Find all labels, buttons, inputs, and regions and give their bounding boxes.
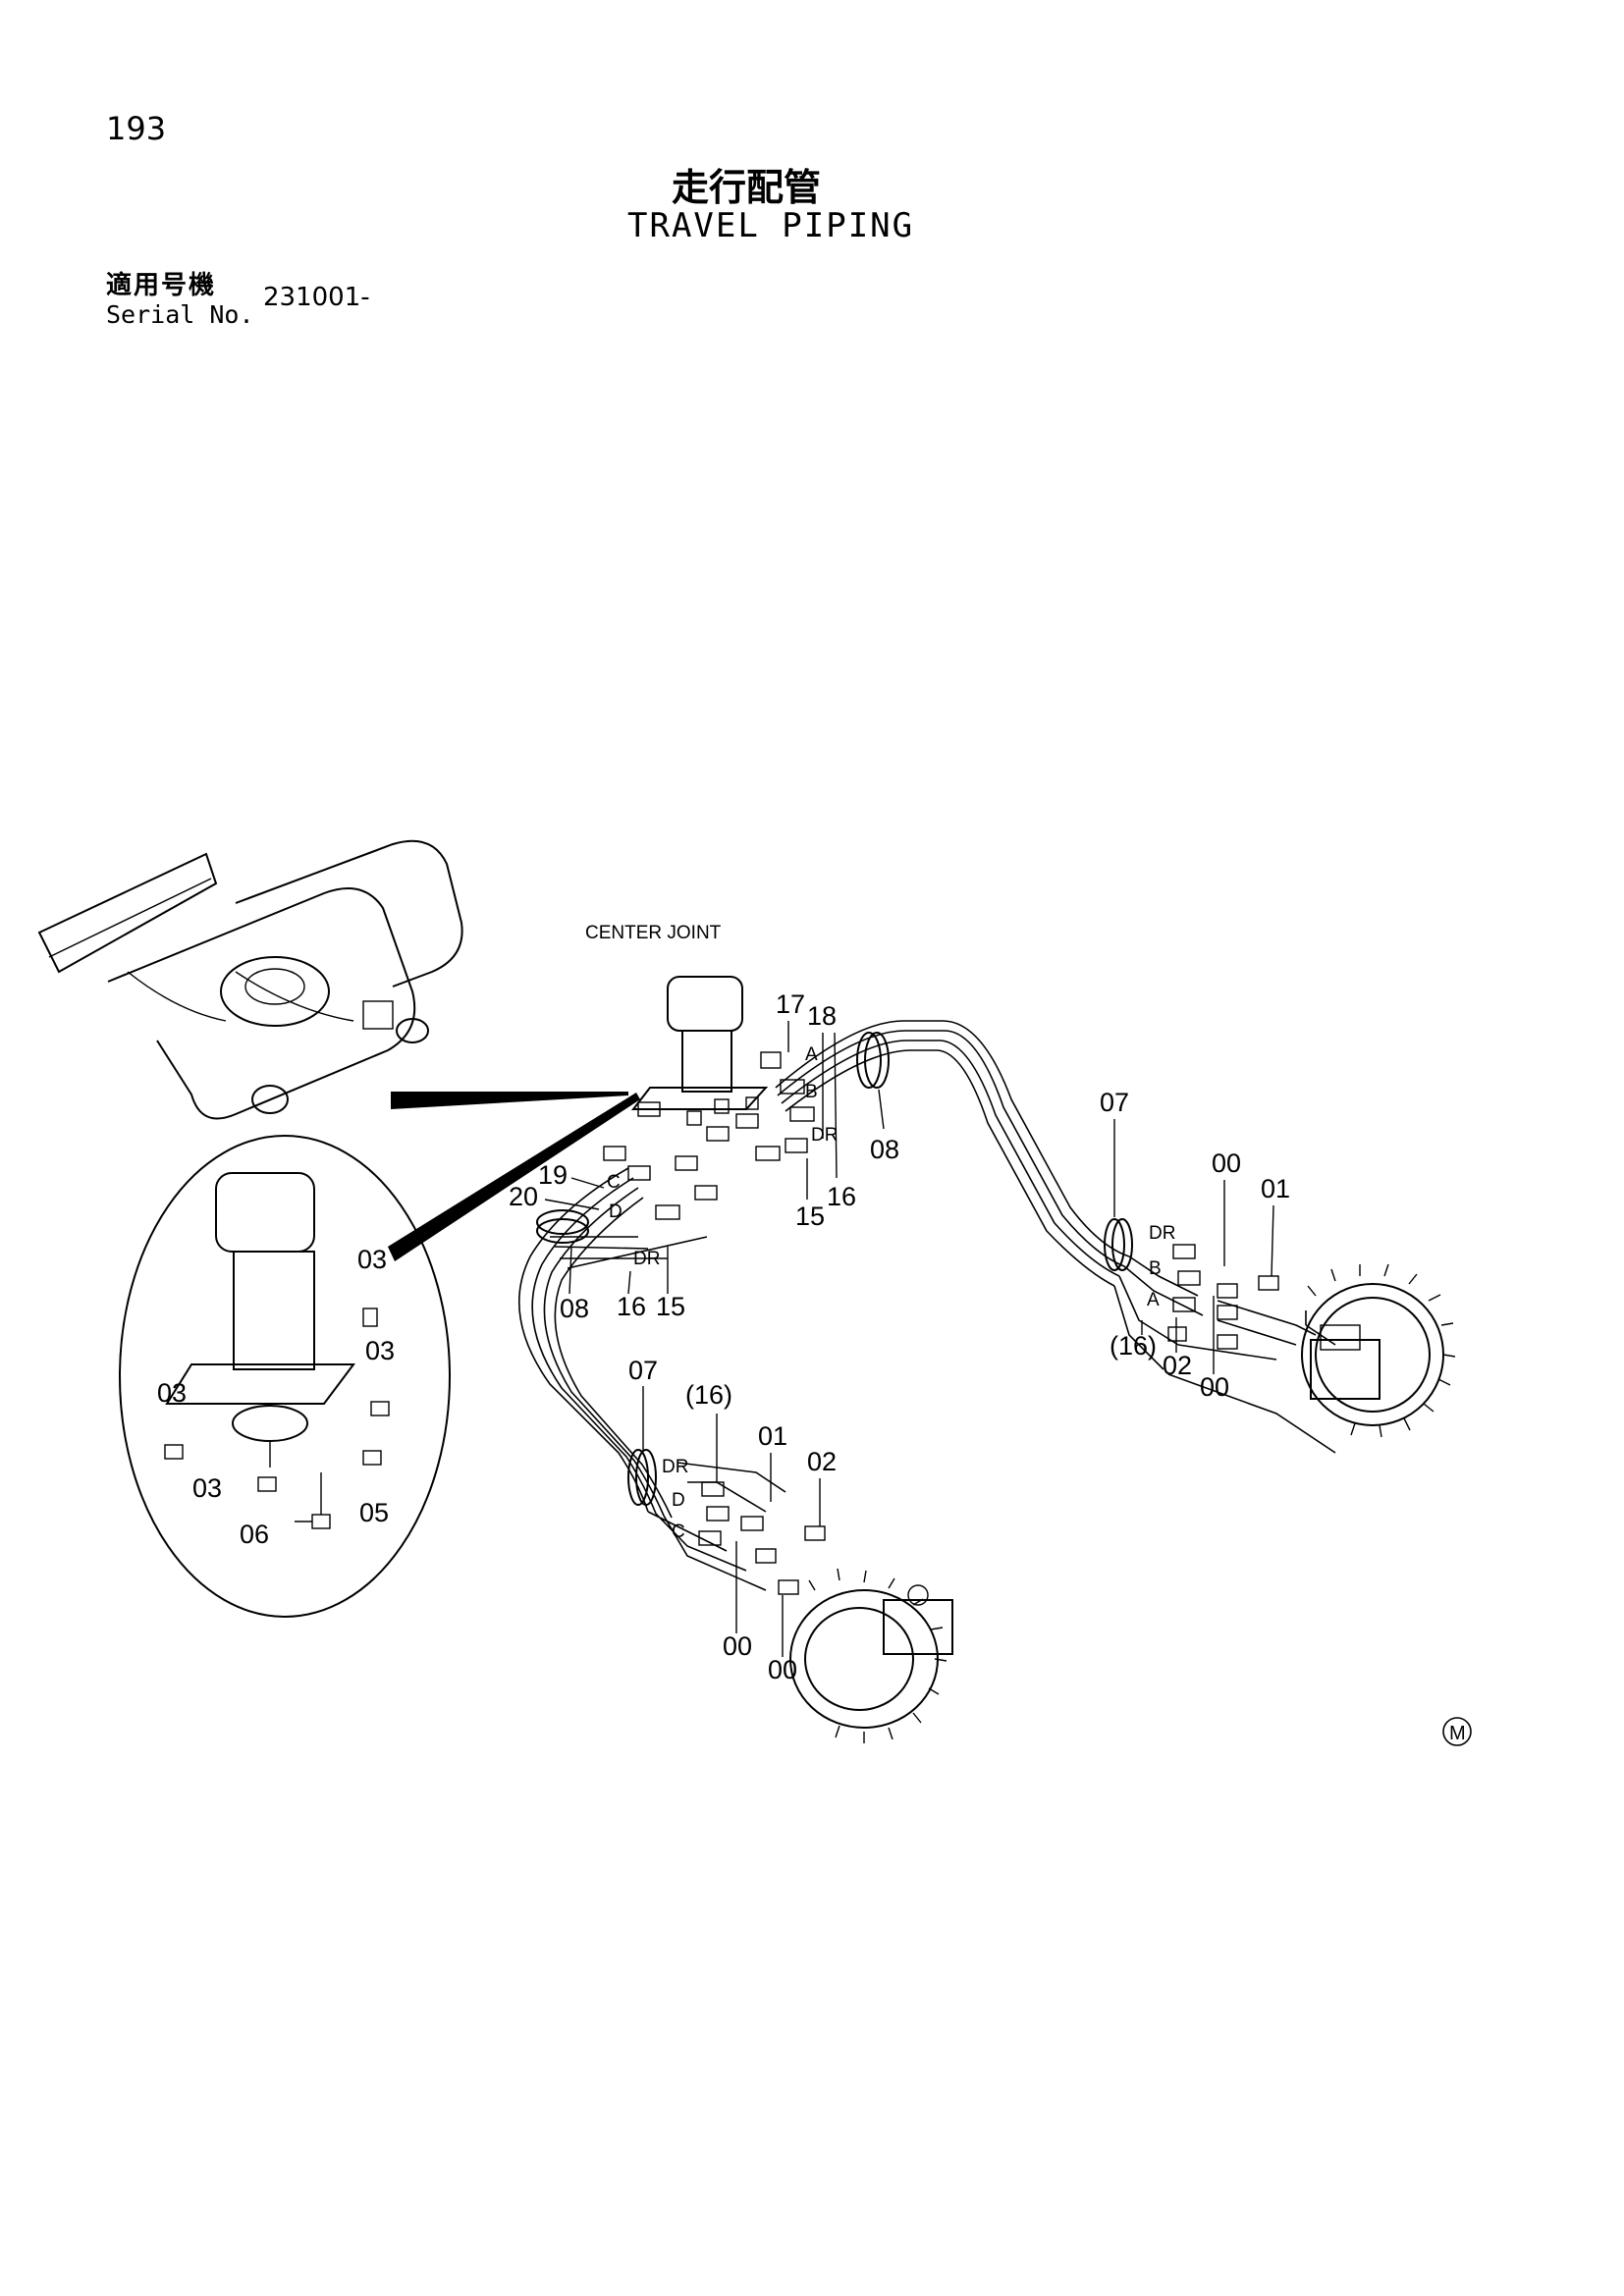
part-label-07: 07 — [1100, 1088, 1129, 1117]
part-label-16-ref: (16) — [685, 1380, 732, 1410]
part-labels: 17 18 A B DR 08 16 15 19 20 C D DR 08 16… — [509, 989, 1290, 1684]
part-label-00: 00 — [1212, 1148, 1241, 1178]
part-label-15: 15 — [656, 1292, 685, 1321]
port-label-dr: DR — [662, 1457, 688, 1477]
port-label-d: D — [609, 1201, 623, 1222]
page-number: 193 — [106, 110, 167, 147]
inset-label-03: 03 — [357, 1245, 387, 1274]
port-label-dr: DR — [633, 1249, 660, 1269]
serial-label: Serial No. — [106, 300, 254, 329]
clamp-07-upper — [1104, 1218, 1133, 1271]
right-travel-motor — [1301, 1263, 1456, 1438]
part-label-16: 16 — [617, 1292, 646, 1321]
serial-number-value: 231001- — [263, 283, 370, 312]
part-label-18: 18 — [807, 1001, 837, 1031]
part-label-00: 00 — [768, 1655, 797, 1684]
inset-label-03: 03 — [365, 1336, 395, 1365]
inset-label-03: 03 — [192, 1473, 222, 1503]
port-label-a: A — [1147, 1290, 1160, 1310]
part-label-00: 00 — [1200, 1372, 1229, 1402]
inset-label-03: 03 — [157, 1378, 187, 1408]
part-label-01: 01 — [1261, 1174, 1290, 1203]
page-title-japanese: 走行配管 — [672, 166, 822, 209]
clamp-07-lower — [627, 1449, 657, 1506]
part-label-01: 01 — [758, 1421, 787, 1451]
fittings-lower — [698, 1481, 826, 1595]
part-label-20: 20 — [509, 1182, 538, 1211]
part-label-07: 07 — [628, 1356, 658, 1385]
port-label-c: C — [672, 1522, 685, 1542]
part-label-08: 08 — [560, 1294, 589, 1323]
fittings-center — [603, 1051, 815, 1220]
port-label-dr: DR — [1149, 1223, 1175, 1244]
mark-circled-m: M — [1442, 1717, 1472, 1746]
fittings-right — [1167, 1244, 1279, 1350]
leader-lines — [544, 1021, 1274, 1657]
excavator-overview-sketch — [37, 839, 463, 1120]
center-joint-detail-inset: 03 03 03 03 05 06 — [119, 1135, 451, 1618]
detail-pointer — [391, 1092, 628, 1109]
port-label-dr: DR — [811, 1125, 838, 1146]
part-label-02: 02 — [1163, 1351, 1192, 1380]
center-joint: CENTER JOINT — [585, 923, 769, 1126]
part-label-08: 08 — [870, 1135, 899, 1164]
part-label-19: 19 — [538, 1160, 568, 1190]
port-label-b: B — [805, 1082, 818, 1102]
part-label-15: 15 — [795, 1201, 825, 1231]
inset-label-05: 05 — [359, 1498, 389, 1527]
part-label-17: 17 — [776, 989, 805, 1019]
port-label-b: B — [1149, 1258, 1162, 1279]
port-label-c: C — [607, 1172, 621, 1193]
hose-bundle-upper — [775, 1020, 1336, 1454]
center-joint-label: CENTER JOINT — [585, 923, 722, 943]
left-travel-motor — [789, 1568, 953, 1743]
inset-label-06: 06 — [240, 1520, 269, 1549]
hose-bundle-lower — [517, 1167, 786, 1591]
part-label-16-ref: (16) — [1110, 1331, 1157, 1361]
clamp-08-lower — [536, 1209, 589, 1244]
part-label-16: 16 — [827, 1182, 856, 1211]
serial-label-japanese: 適用号機 — [106, 271, 217, 300]
clamp-08-upper — [856, 1032, 890, 1089]
port-label-a: A — [805, 1044, 818, 1065]
part-label-02: 02 — [807, 1447, 837, 1476]
part-label-00: 00 — [723, 1631, 752, 1661]
port-label-d: D — [672, 1490, 685, 1511]
mark-letter: M — [1449, 1723, 1466, 1744]
page-title: TRAVEL PIPING — [627, 206, 915, 245]
